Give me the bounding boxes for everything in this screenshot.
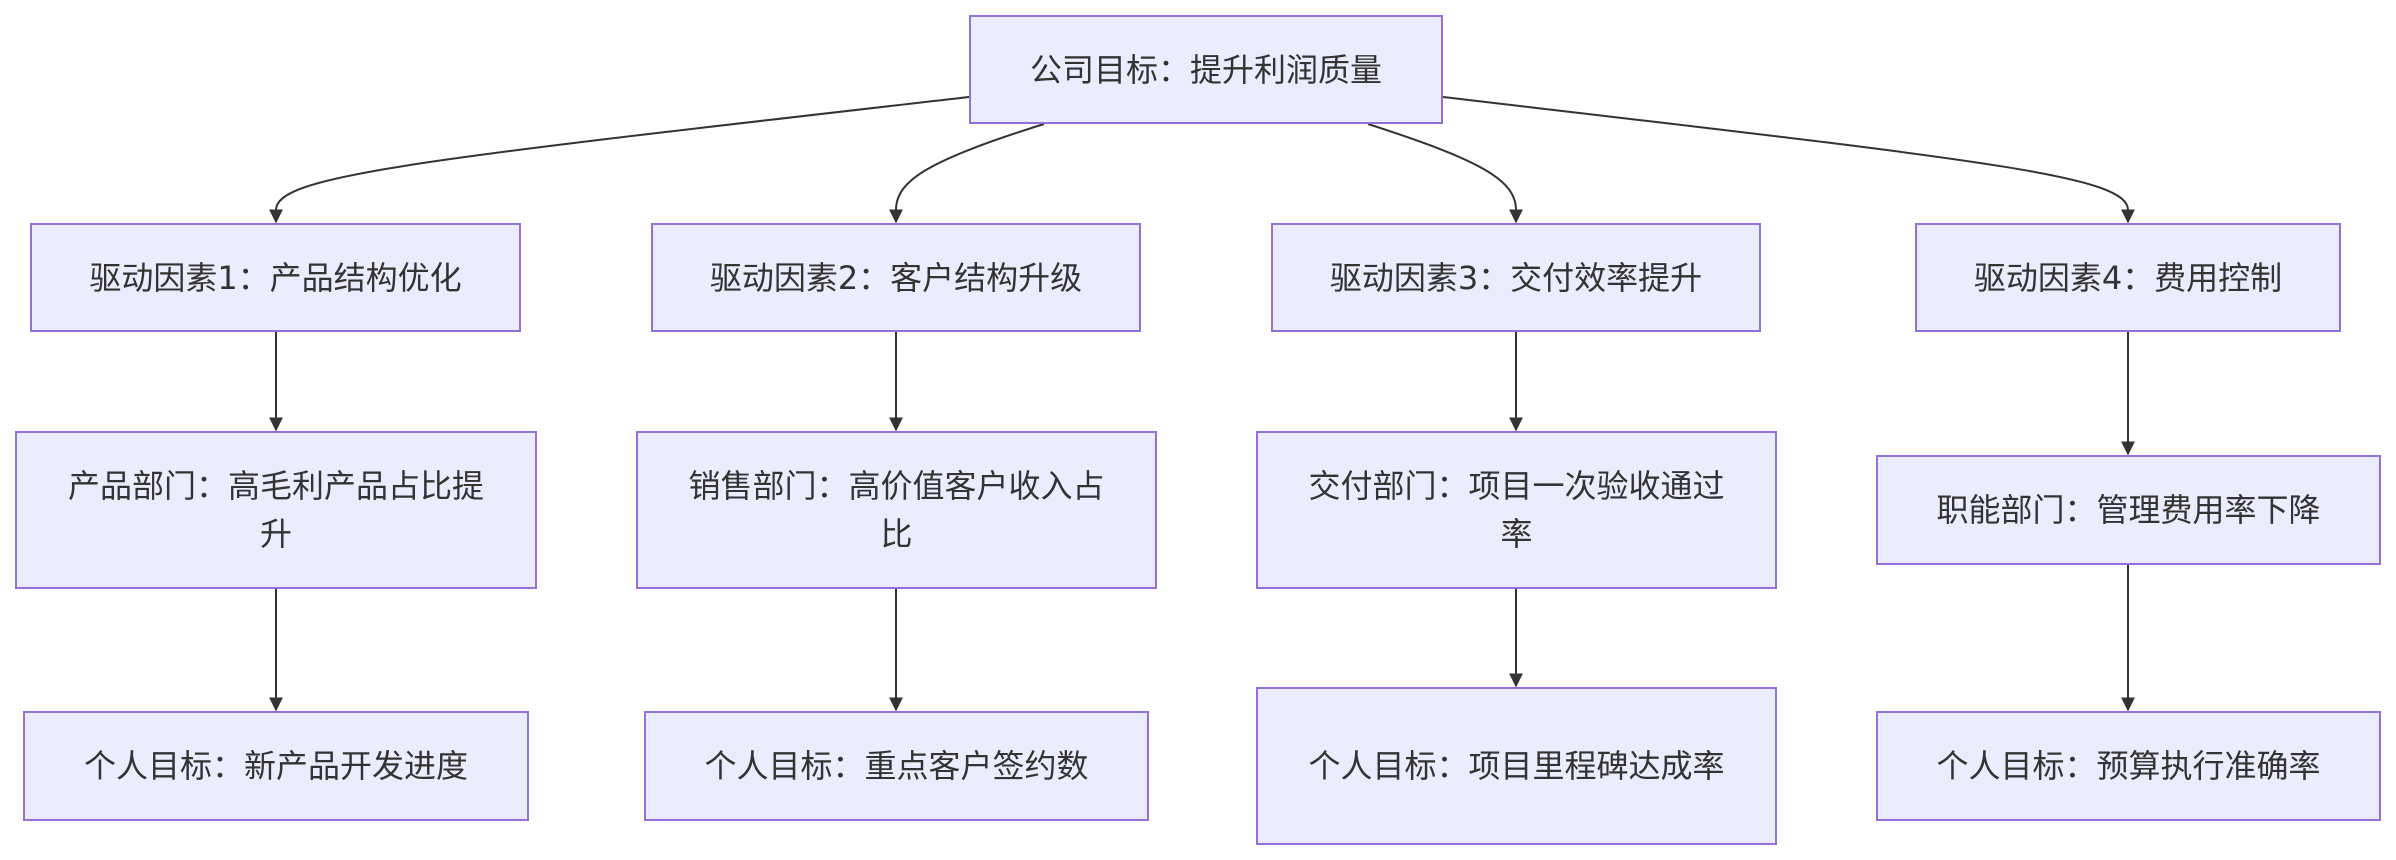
personal-goal-label-1: 个人目标：新产品开发进度 <box>83 747 468 785</box>
department-node-2: 销售部门：高价值客户收入占比 <box>636 431 1157 589</box>
department-label-3: 交付部门：项目一次验收通过率 <box>1308 467 1725 553</box>
edge-root-to-driver-4 <box>1442 96 2135 224</box>
edge-root-to-driver-1 <box>269 96 970 224</box>
personal-goal-node-4: 个人目标：预算执行准确率 <box>1876 711 2381 821</box>
driver-node-4: 驱动因素4：费用控制 <box>1915 223 2341 332</box>
department-label-2: 销售部门：高价值客户收入占比 <box>688 467 1105 553</box>
driver-node-3: 驱动因素3：交付效率提升 <box>1271 223 1761 332</box>
driver-label-4: 驱动因素4：费用控制 <box>1973 258 2283 297</box>
edge-root-to-driver-2 <box>889 123 1045 224</box>
personal-goal-node-1: 个人目标：新产品开发进度 <box>23 711 529 821</box>
department-label-1: 产品部门：高毛利产品占比提升 <box>67 467 484 553</box>
personal-goal-label-4: 个人目标：预算执行准确率 <box>1936 747 2321 785</box>
personal-goal-node-2: 个人目标：重点客户签约数 <box>644 711 1149 821</box>
personal-goal-label-3: 个人目标：项目里程碑达成率 <box>1308 747 1725 785</box>
department-node-1: 产品部门：高毛利产品占比提升 <box>15 431 537 589</box>
edge-root-to-driver-3 <box>1367 123 1523 224</box>
root-goal-label: 公司目标：提升利润质量 <box>1029 50 1382 89</box>
department-node-3: 交付部门：项目一次验收通过率 <box>1256 431 1777 589</box>
driver-node-1: 驱动因素1：产品结构优化 <box>30 223 521 332</box>
driver-node-2: 驱动因素2：客户结构升级 <box>651 223 1141 332</box>
personal-goal-node-3: 个人目标：项目里程碑达成率 <box>1256 687 1777 845</box>
personal-goal-label-2: 个人目标：重点客户签约数 <box>704 747 1089 785</box>
driver-label-2: 驱动因素2：客户结构升级 <box>709 258 1083 297</box>
driver-label-1: 驱动因素1：产品结构优化 <box>89 258 462 297</box>
department-label-4: 职能部门：管理费用率下降 <box>1936 491 2321 529</box>
root-goal-node: 公司目标：提升利润质量 <box>969 15 1443 124</box>
driver-label-3: 驱动因素3：交付效率提升 <box>1329 258 1703 297</box>
department-node-4: 职能部门：管理费用率下降 <box>1876 455 2381 565</box>
